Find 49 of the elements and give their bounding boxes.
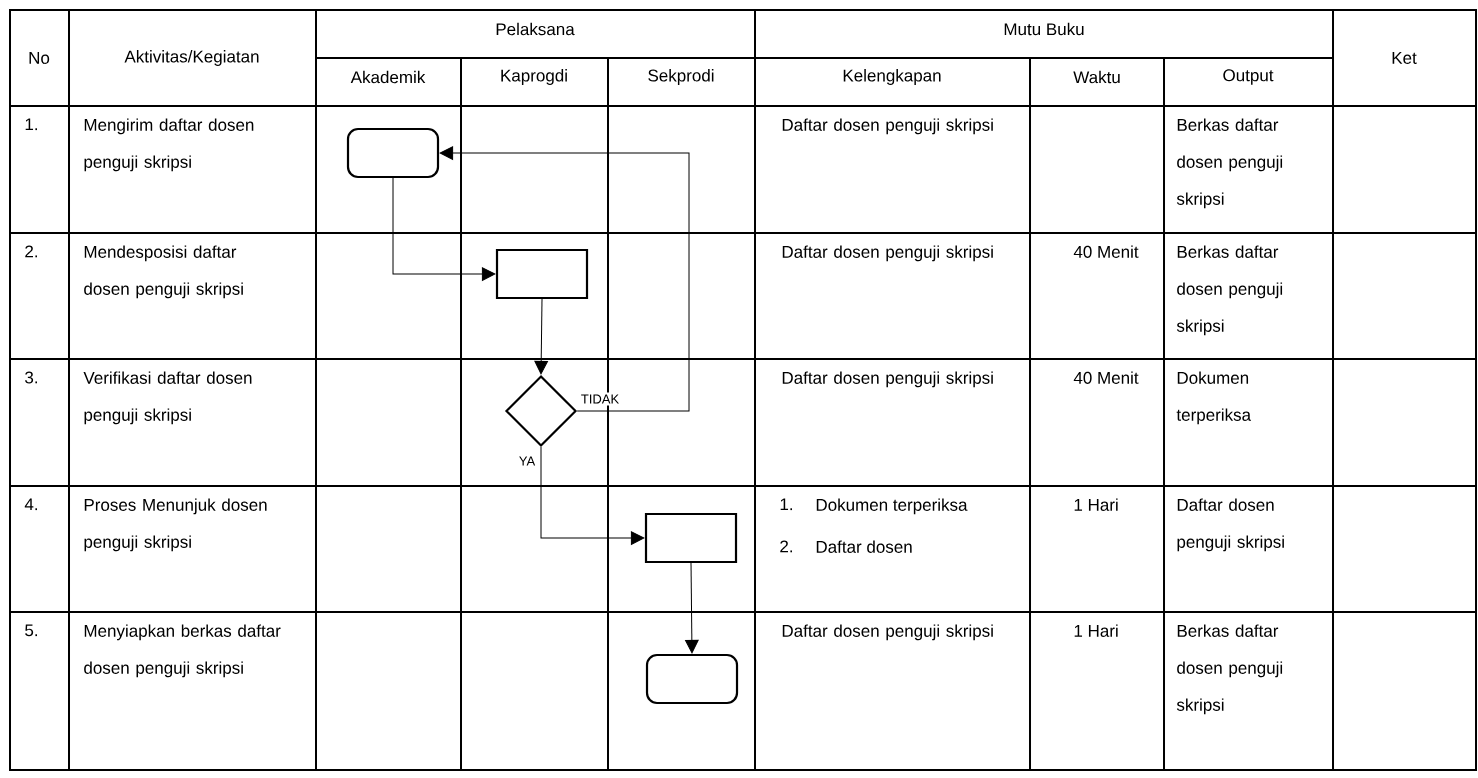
column-header: No [29,52,50,64]
column-header: Waktu [1073,70,1120,84]
column-header: Kelengkapan [843,69,941,85]
column-header: Output [1223,69,1274,85]
column-header: Kaprogdi [501,69,567,85]
cell-text: 1 Hari [1074,498,1118,511]
cell-text: 1 Hari [1074,624,1118,637]
cell-text: 40 Menit [1073,245,1139,258]
arrow [685,562,699,654]
cell-text: Mengirim daftar dosen penguji skripsi [84,118,254,172]
cell-text: Berkas daftar dosen penguji skripsi [1176,624,1283,715]
process-box [644,512,738,564]
column-header: Akademik [350,70,426,84]
cell-text: Mendesposisi daftar dosen penguji skripsi [84,245,243,299]
cell-text: Proses Menunjuk dosen penguji skripsi [84,498,267,552]
cell-text: Daftar dosen penguji skripsi [782,624,993,641]
edge-label: TIDAK [581,394,619,404]
row-number: 5. [25,624,38,637]
row-number: 3. [25,371,38,384]
cell-text: Daftar dosen penguji skripsi [782,371,993,388]
process-box [495,248,589,300]
cell-text: Daftar dosen penguji skripsi [782,245,993,262]
arrow [439,146,690,412]
cell-text: Verifikasi daftar dosen penguji skripsi [83,371,252,425]
cell-text: 40 Menit [1073,371,1139,384]
cell-text: Dokumen terperiksa [816,498,968,515]
column-header: Mutu Buku [1004,22,1084,36]
column-header: Pelaksana [496,22,575,36]
row-number: 2. [25,245,38,258]
edge-label: YA [519,456,536,466]
cell-text: Menyiapkan berkas daftar dosen penguji skripsi [84,624,281,678]
cell-text: Berkas daftar dosen penguji skripsi [1176,245,1283,336]
cell-text: 1. [780,498,793,511]
cell-text: Daftar dosen penguji skripsi [1177,498,1284,552]
column-header: Ket [1392,52,1417,64]
cell-text: Daftar dosen [816,540,912,553]
terminal-box [645,653,739,705]
cell-text: Berkas daftar dosen penguji skripsi [1176,118,1283,209]
arrow [534,298,548,375]
cell-text: Dokumen terperiksa [1176,371,1252,425]
column-header: Sekprodi [648,69,714,85]
cell-text: Daftar dosen penguji skripsi [782,118,993,135]
terminal-box [346,127,440,179]
row-number: 4. [24,498,38,511]
cell-text: 2. [780,540,793,553]
column-header: Aktivitas/Kegiatan [124,50,259,66]
arrow [392,177,496,281]
arrow [540,446,645,545]
row-number: 1. [25,118,38,131]
